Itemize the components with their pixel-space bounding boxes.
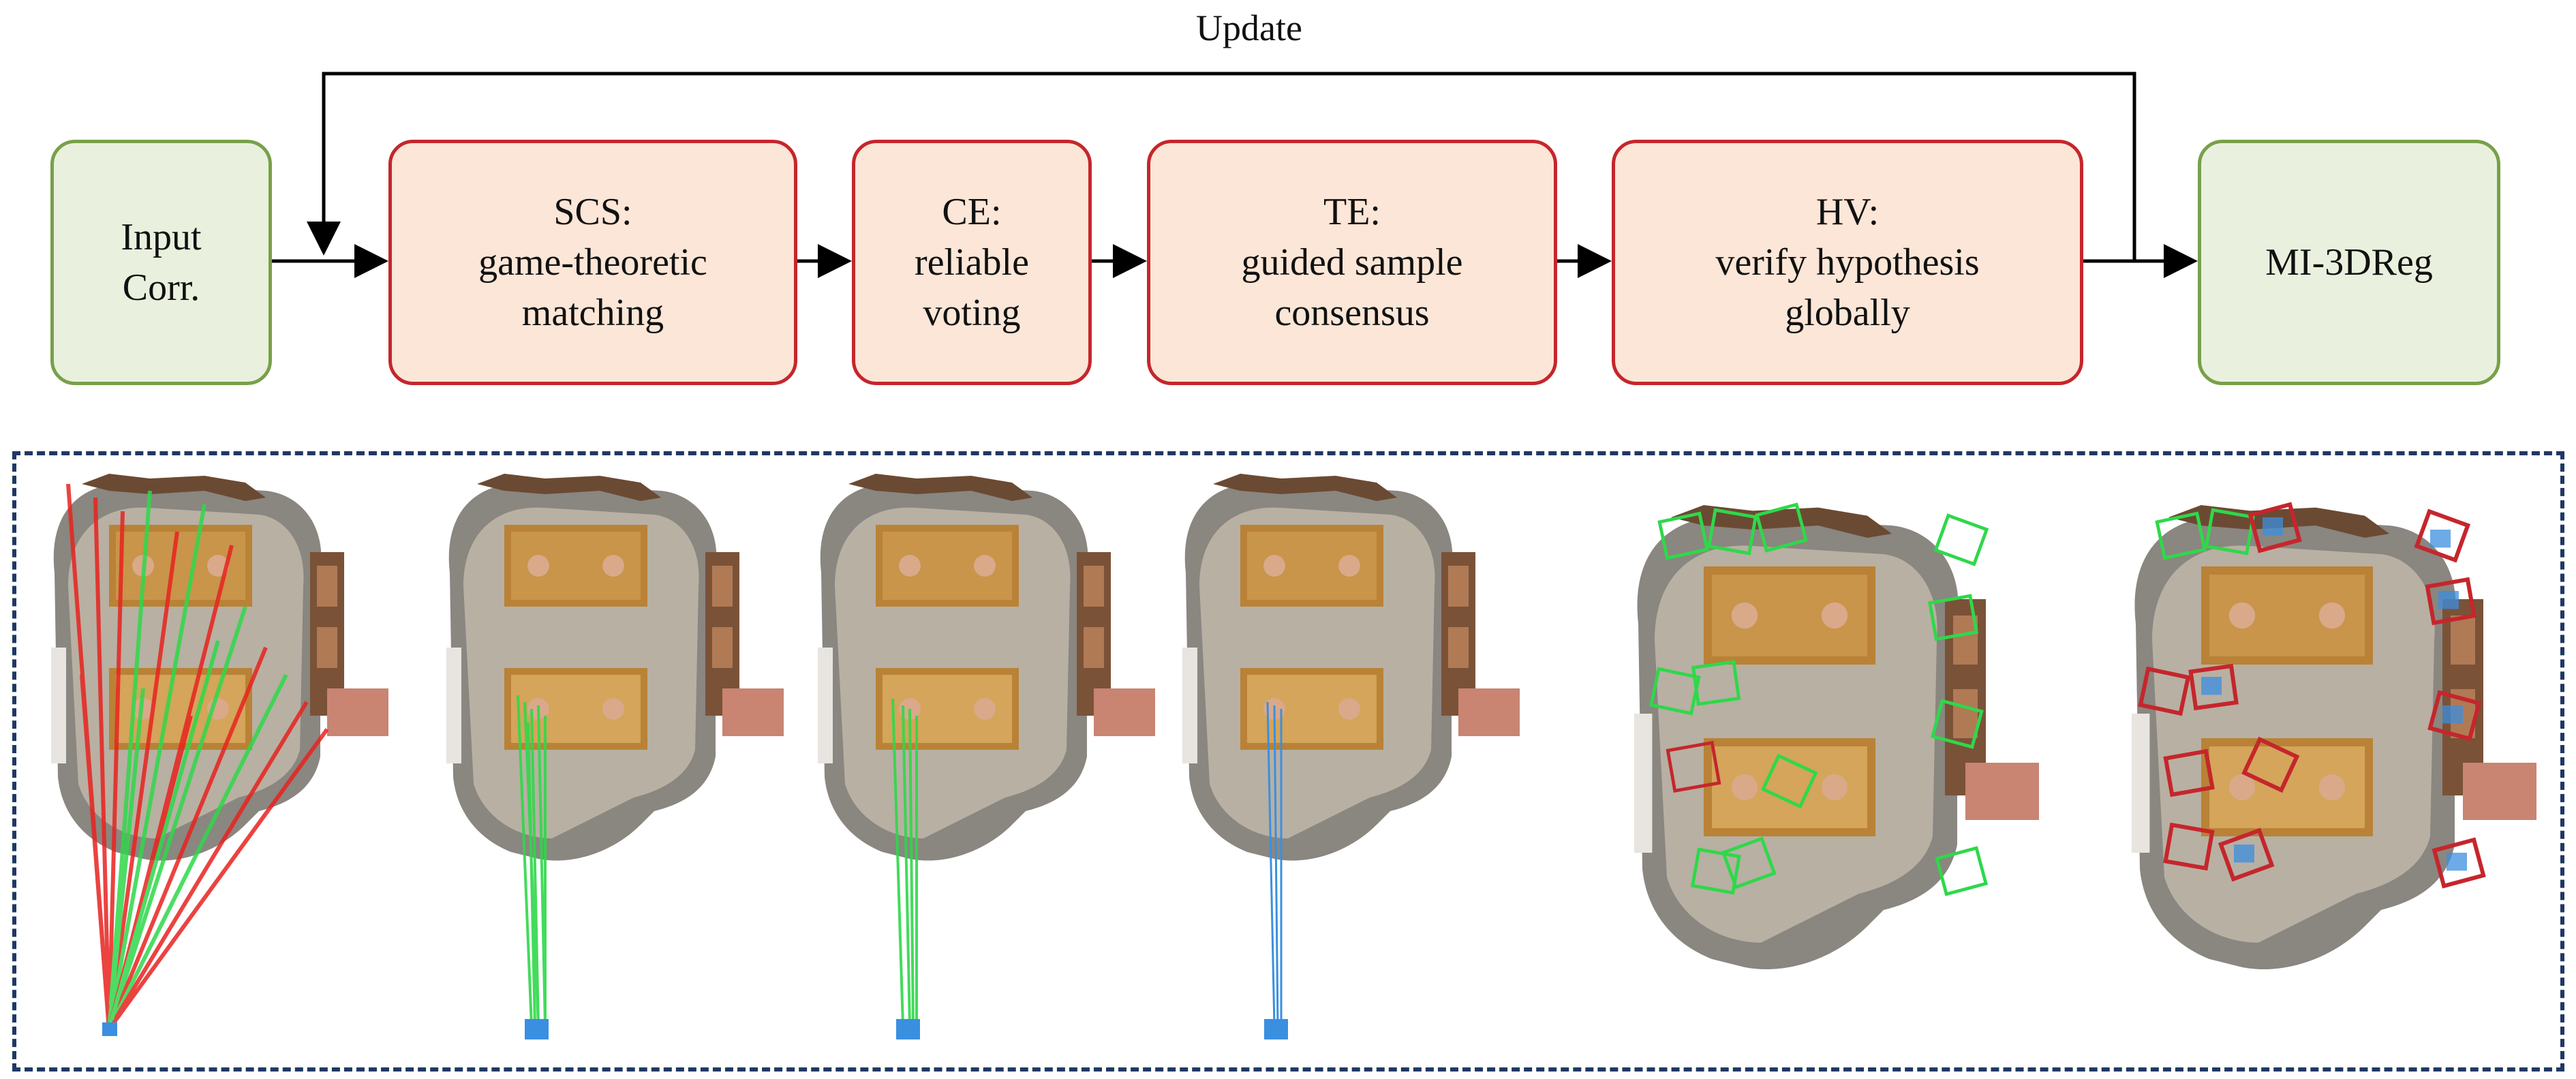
point-cloud-verified-hypothesis-boxes	[2132, 502, 2536, 970]
illustration-panel	[12, 451, 2564, 1072]
te-stage-label: TE: guided sample consensus	[1241, 191, 1463, 334]
point-cloud-after-te	[1182, 474, 1520, 1039]
input-correspondences-box: Input Corr.	[50, 140, 272, 385]
output-label: MI-3DReg	[2265, 241, 2433, 284]
update-feedback-loop	[307, 72, 2136, 261]
te-stage-box: TE: guided sample consensus	[1147, 140, 1557, 385]
hv-stage-box: HV: verify hypothesis globally	[1612, 140, 2083, 385]
point-cloud-with-all-correspondences	[51, 474, 388, 1036]
hv-stage-label: HV: verify hypothesis globally	[1715, 191, 1980, 334]
input-correspondences-label: Input Corr.	[121, 216, 202, 309]
update-label: Update	[1196, 7, 1302, 48]
scs-stage-label: SCS: game-theoretic matching	[478, 191, 707, 334]
point-cloud-after-ce	[818, 474, 1155, 1039]
ce-stage-label: CE: reliable voting	[915, 191, 1029, 334]
point-cloud-inlier-hypothesis-boxes	[1634, 502, 2039, 970]
flow-arrows	[272, 72, 2198, 278]
scs-stage-box: SCS: game-theoretic matching	[388, 140, 797, 385]
ce-stage-box: CE: reliable voting	[852, 140, 1092, 385]
output-box: MI-3DReg	[2198, 140, 2500, 385]
point-cloud-after-scs	[446, 474, 784, 1039]
